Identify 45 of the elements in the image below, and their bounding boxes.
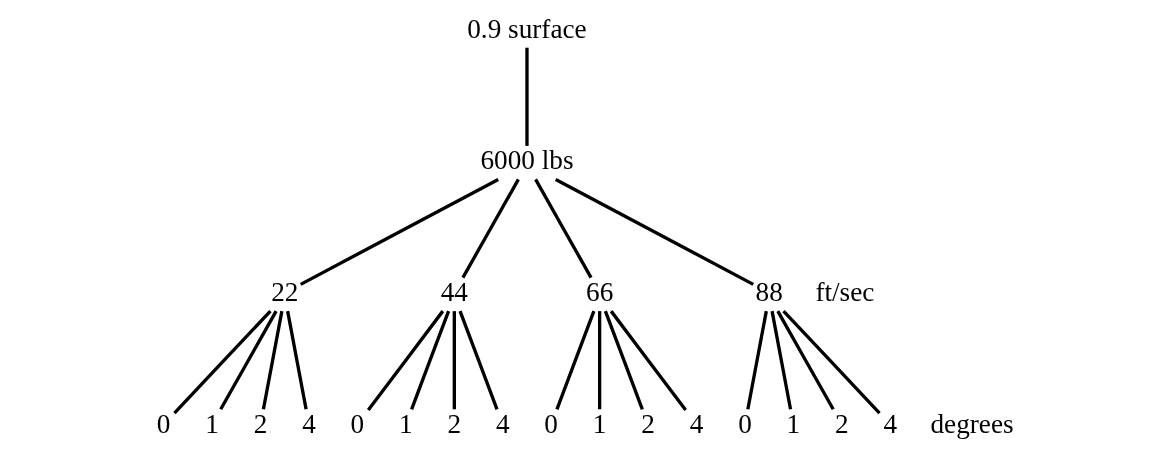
connector: [452, 311, 456, 410]
connector: [460, 178, 520, 279]
connector: [781, 310, 881, 415]
node-text: 2: [447, 408, 461, 439]
node-text: 0: [543, 408, 558, 439]
connector: [554, 310, 595, 410]
node-text: 6000 lbs: [479, 145, 574, 176]
node-text: 2: [640, 408, 655, 439]
label: ft/sec: [814, 277, 874, 308]
node-text: 0: [737, 408, 752, 439]
connector: [458, 310, 499, 410]
node-text: 2: [834, 408, 849, 439]
connector: [524, 47, 529, 146]
connector: [218, 310, 278, 411]
connector: [261, 310, 283, 410]
node-text: 88: [755, 277, 783, 308]
connector: [299, 177, 499, 286]
node-text: 2: [253, 408, 267, 439]
node-text: 22: [270, 277, 298, 308]
node-text: 4: [495, 408, 510, 439]
connector: [603, 310, 644, 410]
connector: [533, 178, 592, 279]
connector: [609, 310, 687, 412]
connector: [554, 177, 754, 286]
connector: [366, 310, 444, 412]
node-text: 4: [301, 408, 316, 439]
connector: [409, 310, 450, 410]
node-text: 4: [689, 408, 703, 439]
label: degrees: [929, 408, 1014, 439]
node-text: 1: [204, 408, 219, 439]
node-text: 4: [882, 408, 897, 439]
connector: [172, 310, 272, 415]
node-text: 1: [592, 408, 606, 439]
node-text: 66: [585, 277, 613, 308]
connector: [285, 310, 308, 410]
connector: [597, 311, 601, 410]
connector: [769, 310, 792, 410]
node-text: 1: [398, 408, 413, 439]
node-text: 0.9 surface: [466, 13, 587, 44]
node-text: 1: [786, 408, 800, 439]
node-text: 0: [350, 408, 364, 439]
connector: [745, 310, 768, 410]
node-text: 44: [440, 277, 468, 308]
node-text: 0: [156, 408, 170, 439]
connector: [775, 310, 835, 411]
